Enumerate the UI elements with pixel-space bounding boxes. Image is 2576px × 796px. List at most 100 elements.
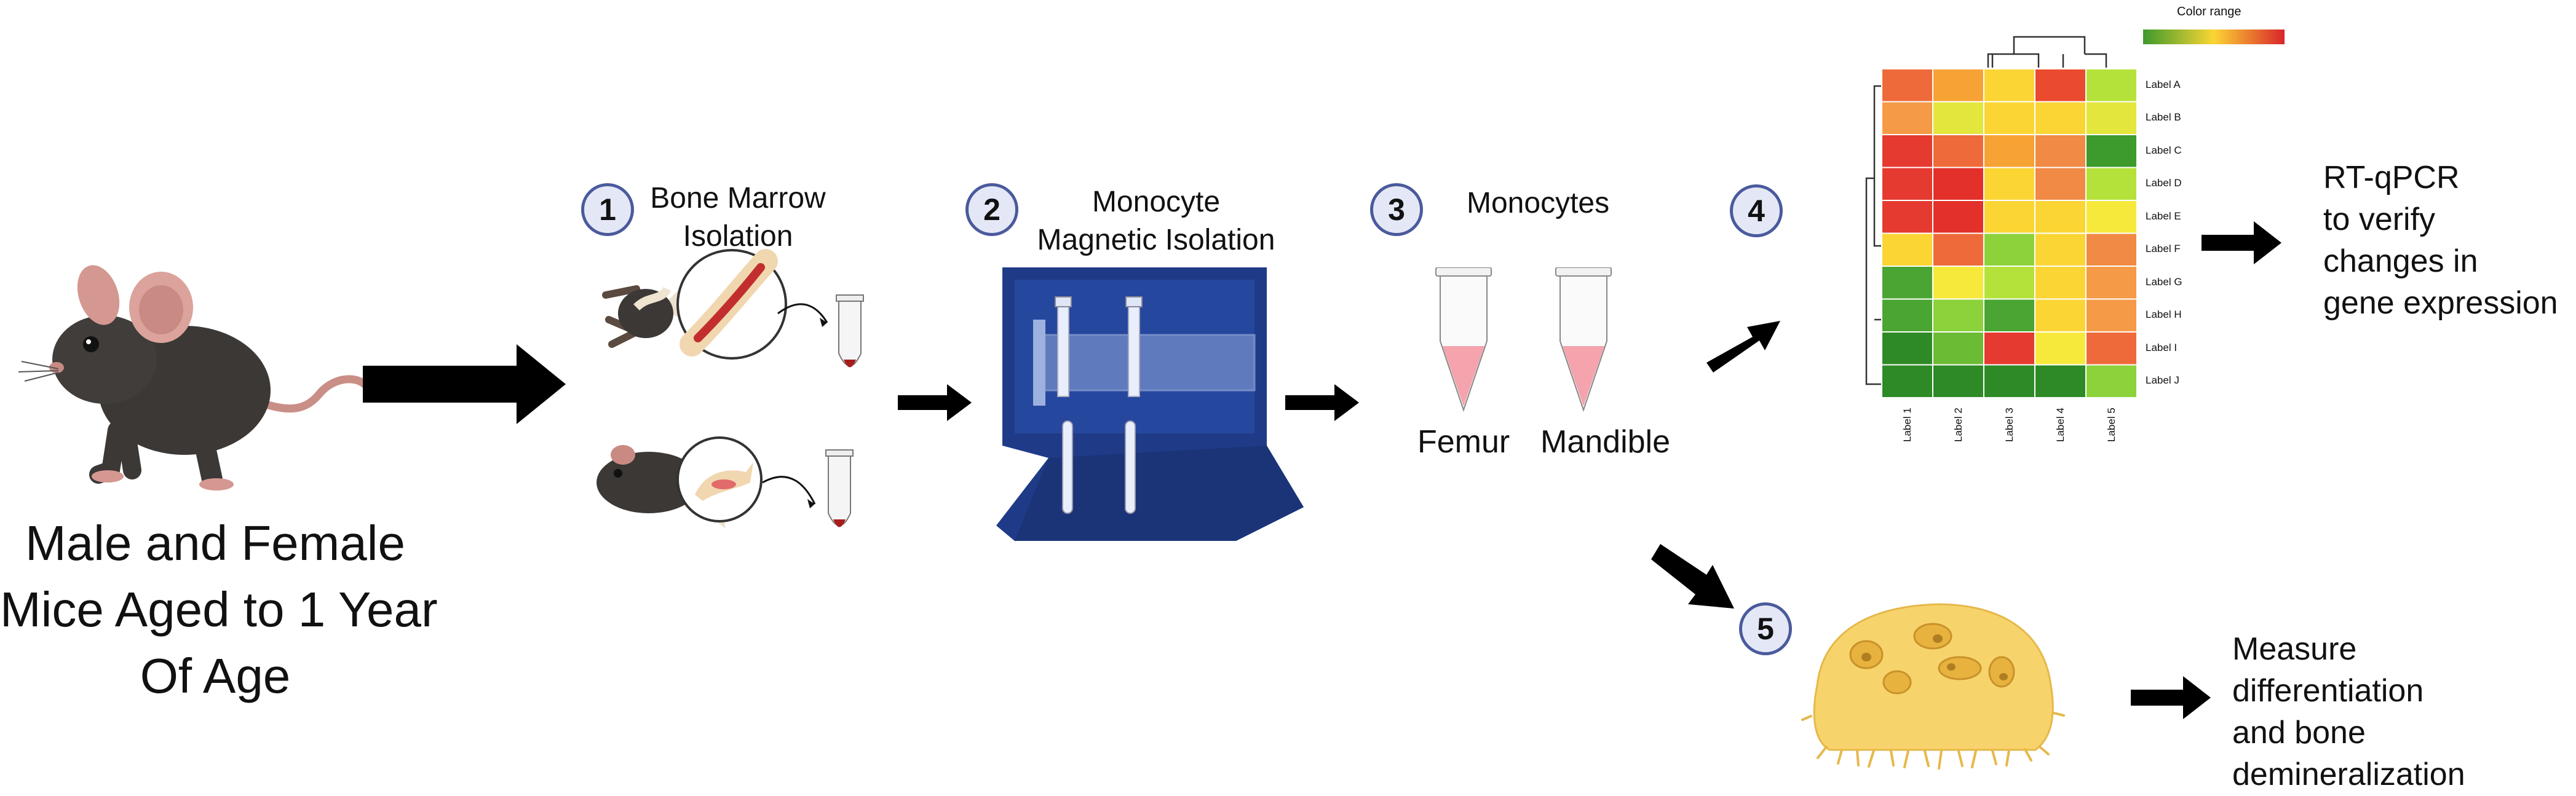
heatmap-cell [2085, 331, 2138, 366]
heatmap-cell [1983, 364, 2035, 398]
measure-outcome: Measure differentiation and bone deminer… [2232, 628, 2465, 795]
heatmap-column-label: Label 1 [1901, 408, 1913, 442]
step-5-badge: 5 [1739, 602, 1792, 655]
heatmap-cell [1881, 134, 1933, 168]
heatmap-cell [1983, 200, 2035, 234]
heatmap-row-label: Label I [2146, 341, 2178, 353]
arrow-to-rtqpcr [2201, 221, 2281, 264]
step-number: 3 [1388, 192, 1405, 227]
rtqpcr-outcome: RT-qPCR to verify changes in gene expres… [2323, 157, 2558, 324]
heatmap-cell [2034, 266, 2087, 300]
femur-tube-label: Femur [1417, 424, 1510, 460]
heatmap-column-label: Label 4 [2054, 408, 2066, 442]
arrow-to-osteoclast [1651, 544, 1734, 609]
heatmap-cell [2085, 167, 2138, 201]
mandible-tube-label: Mandible [1540, 424, 1671, 460]
heatmap-column-label: Label 2 [1952, 408, 1964, 442]
heatmap-cell [1983, 167, 2035, 201]
heatmap-cell [1932, 331, 1984, 366]
step-1-badge: 1 [581, 183, 634, 236]
heatmap-cell [2034, 232, 2087, 267]
step-title-line: Monocyte [1092, 186, 1221, 218]
heatmap-cell [1983, 232, 2035, 267]
mandible-tube-icon [1555, 267, 1612, 412]
heatmap-cell [1932, 364, 1984, 398]
mouse-illustration [18, 265, 373, 491]
heatmap-cell [1881, 167, 1933, 201]
heatmap-cell [1932, 167, 1984, 201]
heatmap-cell [2034, 68, 2087, 103]
heatmap-row-label: Label F [2146, 243, 2181, 255]
outcome-line: differentiation [2232, 673, 2424, 709]
heatmap-cell [2085, 298, 2138, 333]
heatmap-cell [1881, 364, 1933, 398]
heatmap-row-label: Label A [2146, 78, 2181, 90]
heatmap-cell [1881, 298, 1933, 333]
heatmap-cell [2034, 364, 2087, 398]
heatmap-cell [1932, 101, 1984, 135]
outcome-line: gene expression [2323, 285, 2558, 321]
outcome-line: and bone [2232, 715, 2366, 751]
step-4-badge: 4 [1730, 184, 1783, 237]
arrow-to-heatmap [1706, 321, 1780, 372]
heatmap-cell [1881, 68, 1933, 103]
heatmap-cell [2085, 101, 2138, 135]
arrow-to-monocytes [1285, 384, 1359, 421]
step-number: 4 [1748, 194, 1765, 228]
heatmap-cell [1932, 68, 1984, 103]
heatmap-cell [1881, 101, 1933, 135]
heatmap-row-label: Label D [2146, 177, 2182, 189]
outcome-line: RT-qPCR [2323, 160, 2460, 195]
step-title-line: Monocytes [1467, 187, 1610, 219]
heatmap-cell [1983, 266, 2035, 300]
heatmap-cell [2085, 68, 2138, 103]
heatmap-cell [1983, 134, 2035, 168]
heatmap-column-label: Label 5 [2105, 408, 2117, 442]
femur-tube-icon [1435, 267, 1492, 412]
heatmap-row-label: Label G [2146, 275, 2182, 288]
heatmap-cell [2034, 167, 2087, 201]
heatmap-column-label: Label 3 [2003, 408, 2015, 442]
heatmap-cell [1881, 232, 1933, 267]
heatmap-cell [1932, 298, 1984, 333]
heatmap-row-label: Label E [2146, 210, 2181, 222]
expression-heatmap [1865, 30, 2285, 398]
arrow-to-isolation [363, 344, 566, 424]
heatmap-cell [2034, 200, 2087, 234]
heatmap-cell [2085, 200, 2138, 234]
heatmap-cell [1932, 134, 1984, 168]
heatmap-cell [2034, 331, 2087, 366]
heatmap-row-label: Label C [2146, 144, 2182, 156]
outcome-line: demineralization [2232, 757, 2465, 792]
step-3-title: Monocytes [1467, 184, 1609, 223]
step-2-title: Monocyte Magnetic Isolation [1024, 183, 1288, 259]
arrow-to-magnetic-isolation [898, 384, 972, 421]
step-title-line: Bone Marrow [650, 182, 826, 215]
outcome-line: to verify [2323, 202, 2436, 237]
heatmap-cell [2085, 266, 2138, 300]
column-dendrogram [1987, 36, 2107, 68]
heatmap-cell [1932, 266, 1984, 300]
step-number: 1 [599, 192, 616, 227]
heatmap-cell [1983, 101, 2035, 135]
heatmap-grid [1881, 68, 2138, 398]
subjects-caption-line: Mice Aged to 1 Year [0, 582, 438, 637]
femur-dissection-illustration [602, 249, 864, 368]
subjects-caption: Male and Female Mice Aged to 1 Year Of A… [0, 510, 438, 709]
heatmap-cell [1983, 68, 2035, 103]
heatmap-row-label: Label J [2146, 374, 2179, 387]
heatmap-cell [1881, 331, 1933, 366]
step-title-line: Magnetic Isolation [1037, 224, 1275, 256]
color-range-bar [2143, 30, 2285, 44]
heatmap-cell [1932, 232, 1984, 267]
heatmap-cell [2034, 298, 2087, 333]
heatmap-cell [1881, 200, 1933, 234]
magnetic-separator-illustration [996, 267, 1304, 541]
heatmap-cell [2085, 232, 2138, 267]
outcome-line: Measure [2232, 631, 2357, 667]
heatmap-cell [2085, 134, 2138, 168]
heatmap-cell [1881, 266, 1933, 300]
heatmap-cell [2085, 364, 2138, 398]
heatmap-row-label: Label H [2146, 309, 2182, 321]
